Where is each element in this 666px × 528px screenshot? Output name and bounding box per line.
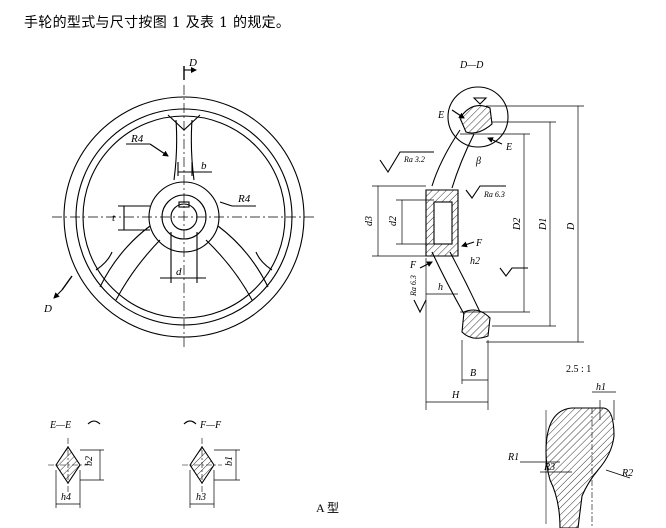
detail-circle xyxy=(447,86,509,148)
section-dd-title: D—D xyxy=(459,60,484,71)
b2-label: b2 xyxy=(84,456,95,466)
D1-label: D1 xyxy=(538,218,549,231)
beta-label: β xyxy=(475,156,481,167)
f-left-label: F xyxy=(409,260,417,271)
R3-label: R3 xyxy=(543,462,555,473)
section-dd-labels: D—D E E β F F Ra 3.2 Ra 6.3 Ra 6.3 d3 d2… xyxy=(364,60,577,401)
h2-label: h2 xyxy=(470,256,480,267)
R2-label: R2 xyxy=(621,468,633,479)
b1-label: b1 xyxy=(224,456,235,466)
d3-label: d3 xyxy=(364,216,375,226)
h3-label: h3 xyxy=(196,492,206,503)
r4-label-b: R4 xyxy=(237,193,251,205)
e-right-label: E xyxy=(505,142,512,153)
ra63b-label: Ra 6.3 xyxy=(409,275,418,297)
bottom-rim-section xyxy=(461,309,491,339)
r4-label-a: R4 xyxy=(130,133,144,145)
detail-view xyxy=(520,391,631,528)
D-label: D xyxy=(566,222,577,231)
b-dimension-label: b xyxy=(201,160,207,172)
section-dd-view xyxy=(372,86,584,410)
detail-scale-label: 2.5 : 1 xyxy=(566,364,591,375)
t-dimension-label: t xyxy=(112,212,116,224)
e-upper-label: E xyxy=(437,110,444,121)
caption-text: 手轮的型式与尺寸按图 1 及表 1 的规定。 xyxy=(24,15,291,31)
B-label: B xyxy=(470,368,476,379)
h-label: h xyxy=(438,282,443,293)
f-mid-label: F xyxy=(475,238,483,249)
section-ff-title: F—F xyxy=(199,420,222,431)
top-rim-section xyxy=(459,105,493,134)
section-ff-view xyxy=(182,420,240,508)
d-dimension-label: d xyxy=(176,266,182,278)
section-ee-view xyxy=(48,420,104,508)
front-view xyxy=(52,66,316,349)
ra63a-label: Ra 6.3 xyxy=(483,190,505,199)
h4-label: h4 xyxy=(61,492,71,503)
D2-label: D2 xyxy=(512,218,523,231)
section-d-label: D xyxy=(188,57,197,69)
section-ee-labels: E—E b2 h4 xyxy=(49,420,95,503)
d2-label: d2 xyxy=(388,216,399,226)
detail-labels: 2.5 : 1 h1 R1 R3 R2 xyxy=(507,364,633,479)
ra32-label: Ra 3.2 xyxy=(403,155,425,164)
front-view-labels: D D R4 R4 b t d xyxy=(43,57,251,315)
centerlines xyxy=(52,85,316,349)
section-ff-labels: F—F b1 h3 xyxy=(196,420,235,503)
H-label: H xyxy=(451,390,460,401)
detail-rim-section xyxy=(545,407,615,528)
section-d-lower-label: D xyxy=(43,303,52,315)
h1-label: h1 xyxy=(596,382,606,393)
figure-type-label: A 型 xyxy=(316,501,339,515)
section-ee-title: E—E xyxy=(49,420,71,431)
R1-label: R1 xyxy=(507,452,519,463)
